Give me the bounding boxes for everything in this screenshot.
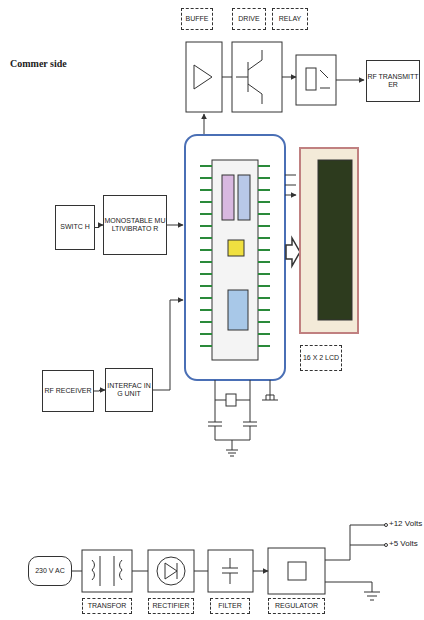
node-text: TRANSFOR: [88, 602, 127, 610]
process-box: RF TRANSMITTER: [366, 60, 420, 102]
connector: [95, 225, 103, 228]
voltage-label: +5 Volts: [389, 539, 418, 548]
process-box: MONOSTABLE MULTIVIBRATO R: [103, 195, 167, 255]
connector: [94, 390, 105, 391]
node-text: REGULATOR: [275, 602, 318, 610]
process-box: RF RECEIVER: [42, 370, 94, 412]
node-text: INTERFAC ING UNIT: [106, 382, 152, 398]
label-box: TRANSFOR: [82, 598, 132, 614]
node-text: 230 V AC: [35, 567, 65, 575]
node-text: RF RECEIVER: [44, 387, 91, 395]
voltage-label: +12 Volts: [389, 519, 422, 528]
process-box: INTERFAC ING UNIT: [105, 368, 153, 412]
node-text: MONOSTABLE MULTIVIBRATO R: [104, 217, 166, 233]
label-box: RELAY: [272, 8, 308, 30]
node-text: SWITC H: [60, 223, 90, 231]
label-box: 16 X 2 LCD: [300, 345, 342, 371]
label-box: REGULATOR: [268, 598, 325, 614]
node-text: DRIVE: [238, 15, 259, 23]
process-box: SWITC H: [55, 205, 95, 250]
section-label: Commer side: [10, 58, 67, 69]
label-box: FILTER: [210, 598, 250, 614]
label-box: RECTIFIER: [148, 598, 194, 614]
label-box: BUFFE: [181, 8, 213, 30]
node-text: RF TRANSMITTER: [367, 73, 419, 89]
node-text: RELAY: [279, 15, 301, 23]
node-text: FILTER: [218, 602, 242, 610]
source-box: 230 V AC: [28, 556, 72, 586]
node-text: RECTIFIER: [153, 602, 190, 610]
node-text: 16 X 2 LCD: [303, 354, 339, 362]
node-text: BUFFE: [186, 15, 209, 23]
label-box: DRIVE: [232, 8, 266, 30]
